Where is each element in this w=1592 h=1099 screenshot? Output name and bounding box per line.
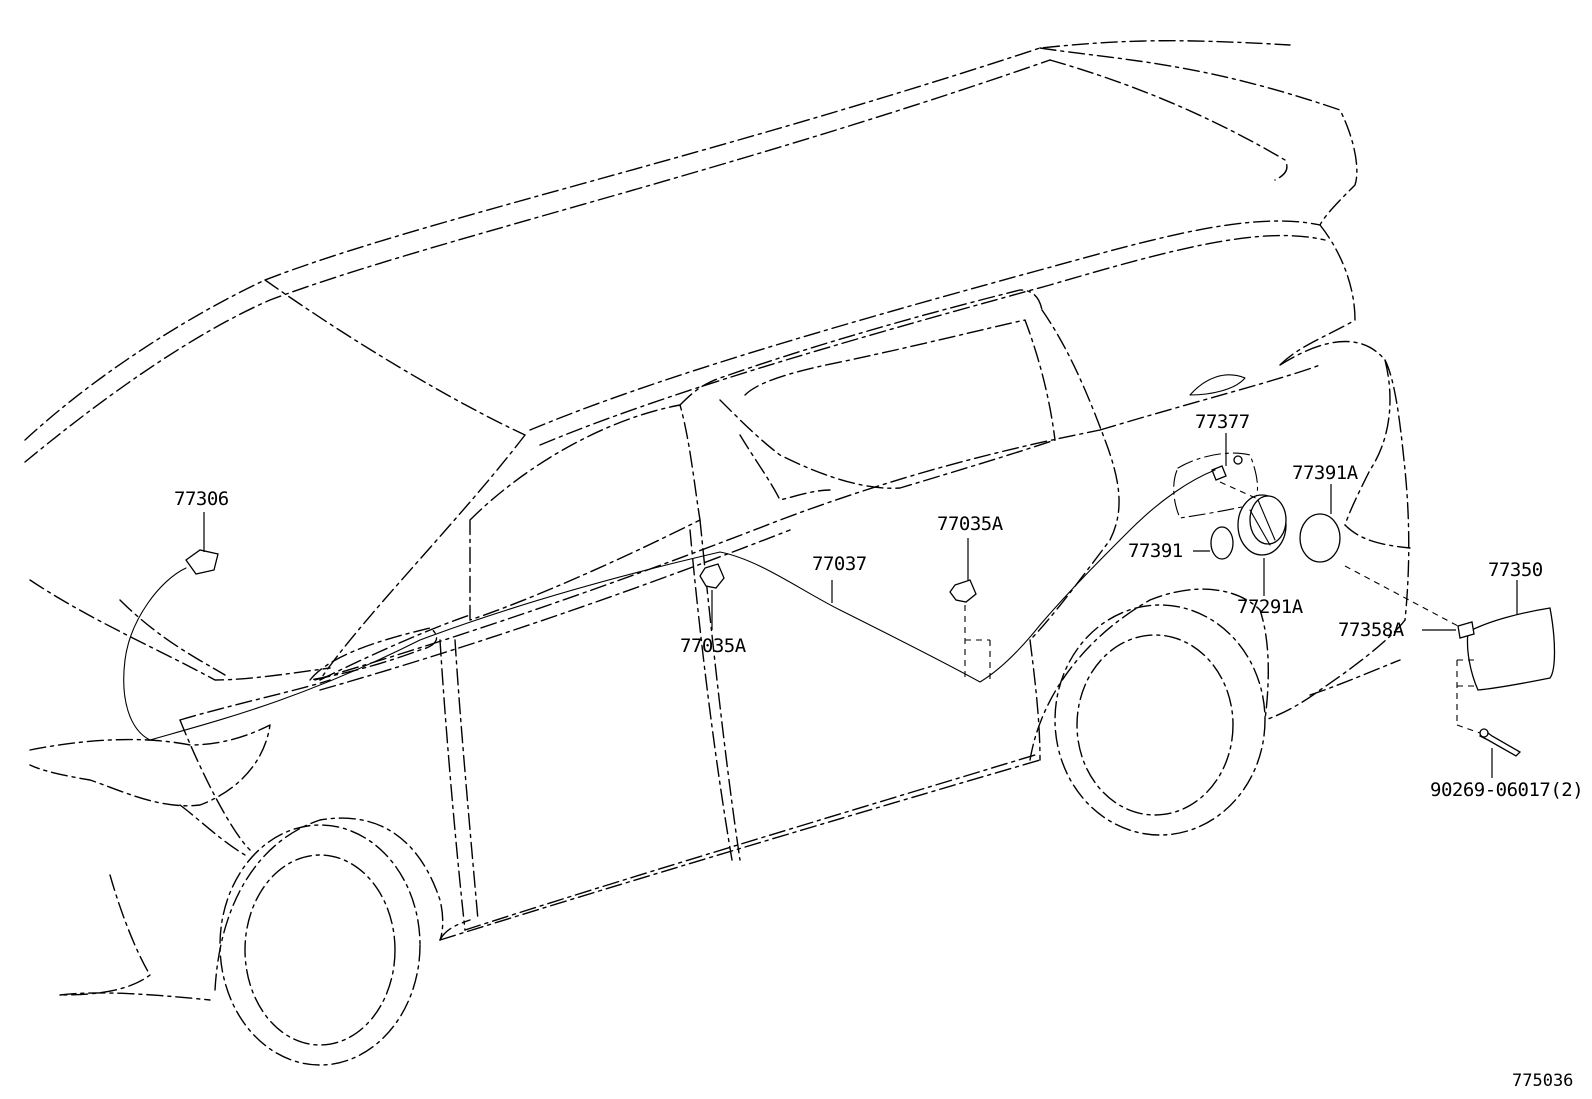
diagram-id: 775036	[1512, 1071, 1573, 1091]
label-77035a-left: 77035A	[680, 635, 747, 657]
fuel-lid-77350	[1466, 607, 1556, 691]
label-77306: 77306	[174, 488, 229, 510]
label-77358a: 77358A	[1338, 619, 1405, 641]
label-77037: 77037	[812, 553, 867, 575]
label-77391: 77391	[1128, 540, 1183, 562]
clip-77035a-right	[949, 579, 977, 603]
hinge-77358a	[1457, 621, 1475, 639]
label-77291a: 77291A	[1237, 596, 1304, 618]
fuel-cap-77291a	[1237, 494, 1287, 556]
clip-77035a-left	[699, 563, 725, 589]
label-77035a-right: 77035A	[937, 513, 1004, 535]
seal-77391	[1210, 526, 1234, 560]
clip-77377	[1211, 455, 1243, 481]
label-77391a: 77391A	[1292, 462, 1359, 484]
opener-77306	[123, 549, 219, 741]
vehicle-outline	[24, 40, 1411, 1066]
rivet-90269	[1479, 728, 1522, 757]
label-90269: 90269-06017(2)	[1430, 779, 1583, 801]
label-77377: 77377	[1195, 411, 1250, 433]
cable-77037	[149, 469, 1216, 741]
label-77350: 77350	[1488, 559, 1543, 581]
leader-lines	[203, 433, 1518, 778]
fuel-inlet-area	[123, 374, 1556, 757]
pad-77391a	[1299, 513, 1341, 563]
